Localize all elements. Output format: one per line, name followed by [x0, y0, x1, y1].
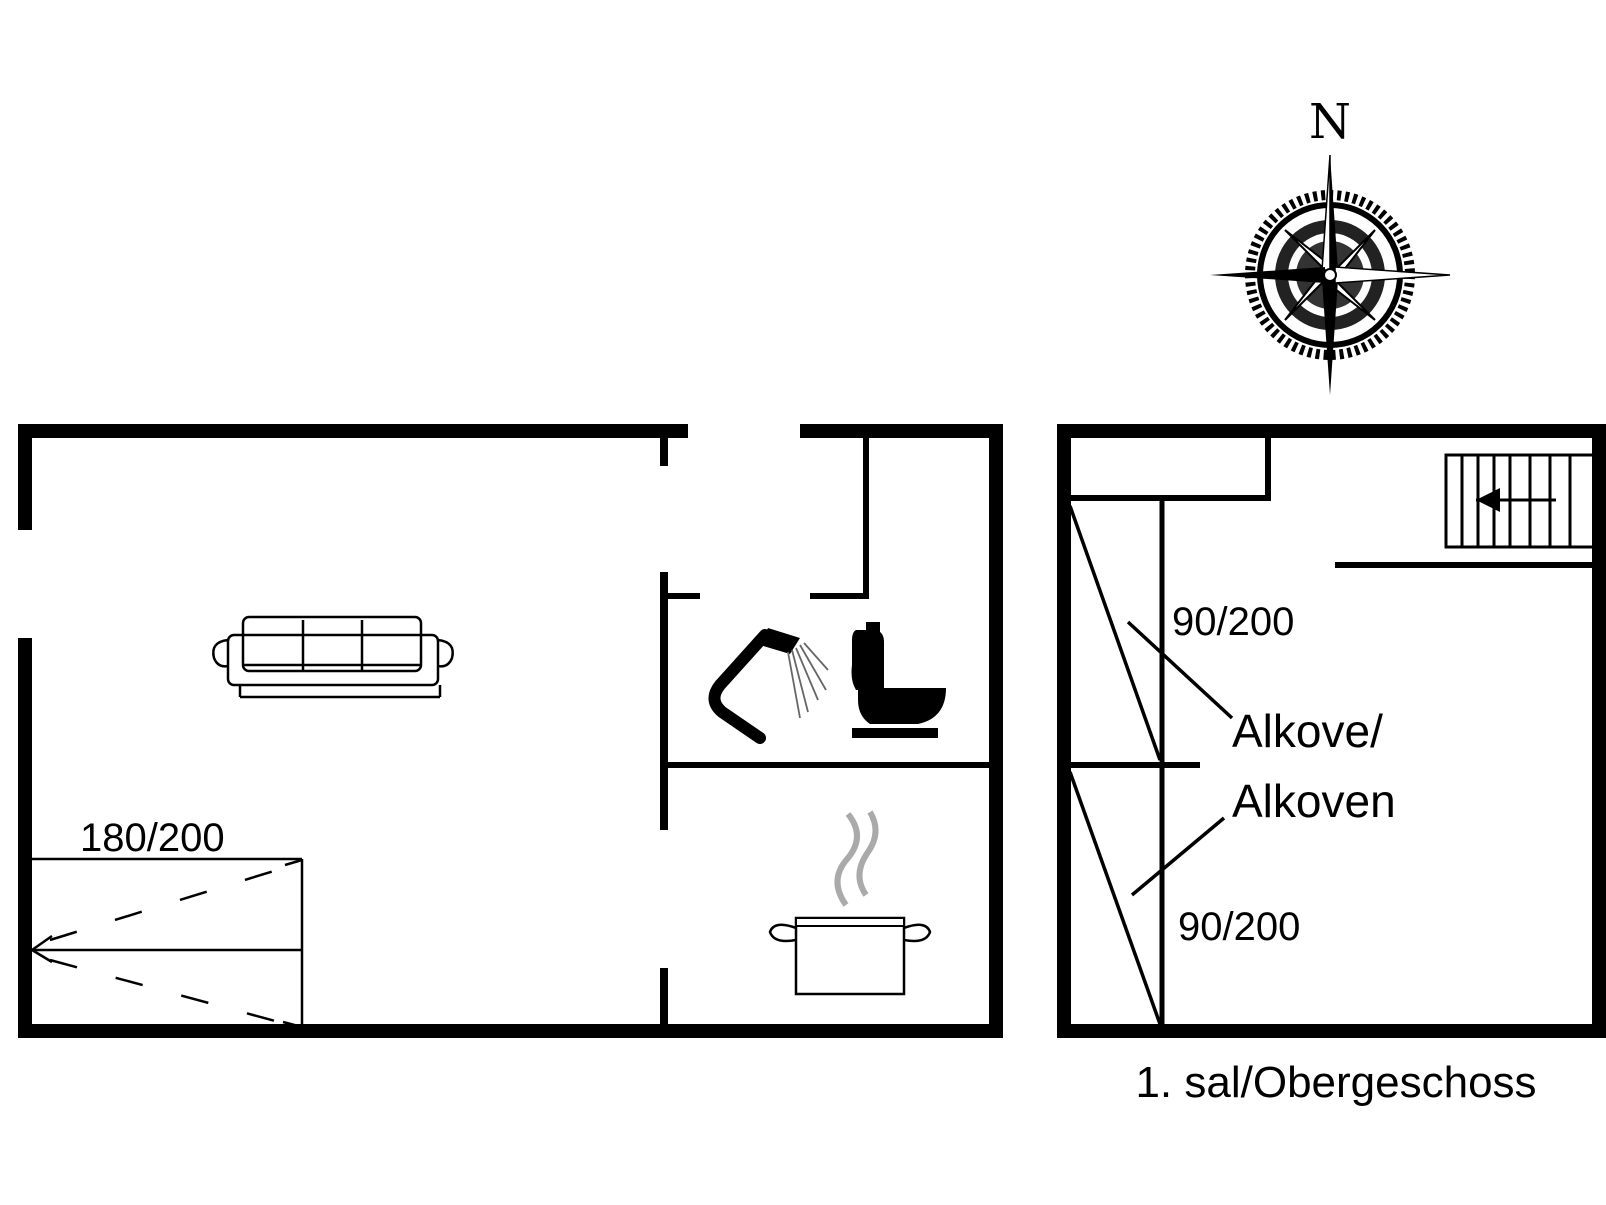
north-label: N [1309, 94, 1351, 150]
staircase-icon [1444, 453, 1598, 549]
double-bed-icon [31, 857, 304, 1029]
toilet-icon [851, 622, 946, 738]
alcove-leader-line-bottom [1130, 816, 1226, 897]
shower-icon [708, 628, 829, 744]
compass-rose-icon [1210, 154, 1451, 395]
ground-floor [18, 424, 1003, 1038]
upper-floor [1057, 424, 1606, 1038]
alcove-label-line1: Alkove/ [1232, 705, 1383, 757]
bed-dimension-label: 180/200 [80, 816, 225, 860]
alcove-leader-line-top [1126, 620, 1234, 720]
alcove-bed-bottom-dimension: 90/200 [1178, 905, 1300, 949]
cooking-pot-icon [768, 810, 932, 996]
alcove-bed-top-dimension: 90/200 [1172, 600, 1294, 644]
sofa-icon [212, 615, 454, 699]
alcove-label-line2: Alkoven [1232, 775, 1396, 827]
floor-caption: 1. sal/Obergeschoss [1135, 1058, 1536, 1107]
